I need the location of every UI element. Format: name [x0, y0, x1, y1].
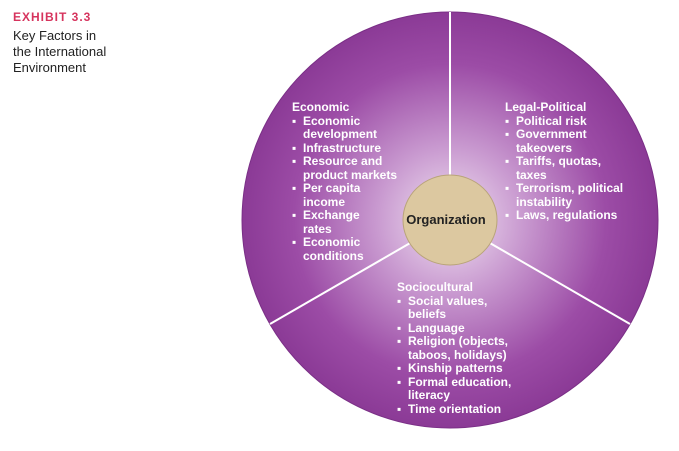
list-item: ▪Infrastructure — [292, 140, 382, 155]
exhibit-title-line: the International — [13, 44, 107, 59]
bullet-icon: ▪ — [397, 293, 402, 308]
sociocultural-section: Sociocultural ▪Social values,beliefs ▪La… — [397, 280, 512, 416]
bullet-icon: ▪ — [292, 113, 297, 128]
bullet-icon: ▪ — [505, 127, 510, 141]
list-item: ▪Political risk — [505, 113, 587, 128]
section-title: Sociocultural — [397, 280, 474, 294]
bullet-icon: ▪ — [505, 181, 510, 195]
list-item: ▪Time orientation — [397, 401, 502, 416]
list-item: ▪Laws, regulations — [505, 208, 618, 222]
bullet-icon: ▪ — [397, 334, 402, 348]
exhibit-title-line: Environment — [13, 60, 86, 75]
section-title: Economic — [292, 100, 350, 114]
bullet-icon: ▪ — [292, 208, 297, 222]
list-item: ▪Language — [397, 320, 465, 335]
bullet-icon: ▪ — [292, 140, 297, 155]
list-item: ▪Social values,beliefs — [397, 293, 488, 321]
bullet-icon: ▪ — [292, 235, 297, 249]
bullet-icon: ▪ — [397, 320, 402, 335]
exhibit-caption: EXHIBIT 3.3 Key Factors in the Internati… — [13, 10, 143, 76]
list-item: ▪Tariffs, quotas,taxes — [505, 154, 602, 182]
bullet-icon: ▪ — [292, 181, 297, 195]
exhibit-title: Key Factors in the International Environ… — [13, 28, 143, 76]
exhibit-title-line: Key Factors in — [13, 28, 97, 43]
bullet-icon: ▪ — [505, 113, 510, 128]
bullet-icon: ▪ — [397, 401, 402, 416]
exhibit-number: EXHIBIT 3.3 — [13, 10, 92, 24]
organization-label: Organization — [406, 212, 486, 227]
legal-political-section: Legal-Political ▪Political risk ▪Governm… — [505, 100, 624, 223]
list-item: ▪Formal education,literacy — [397, 374, 512, 402]
section-title: Legal-Political — [505, 100, 587, 114]
bullet-icon: ▪ — [292, 154, 297, 168]
list-item: ▪Religion (objects,taboos, holidays) — [397, 334, 509, 362]
list-item: ▪Kinship patterns — [397, 361, 503, 375]
bullet-icon: ▪ — [505, 154, 510, 168]
bullet-icon: ▪ — [397, 374, 402, 389]
bullet-icon: ▪ — [505, 208, 510, 222]
bullet-icon: ▪ — [397, 361, 402, 375]
organization-center — [402, 174, 498, 266]
